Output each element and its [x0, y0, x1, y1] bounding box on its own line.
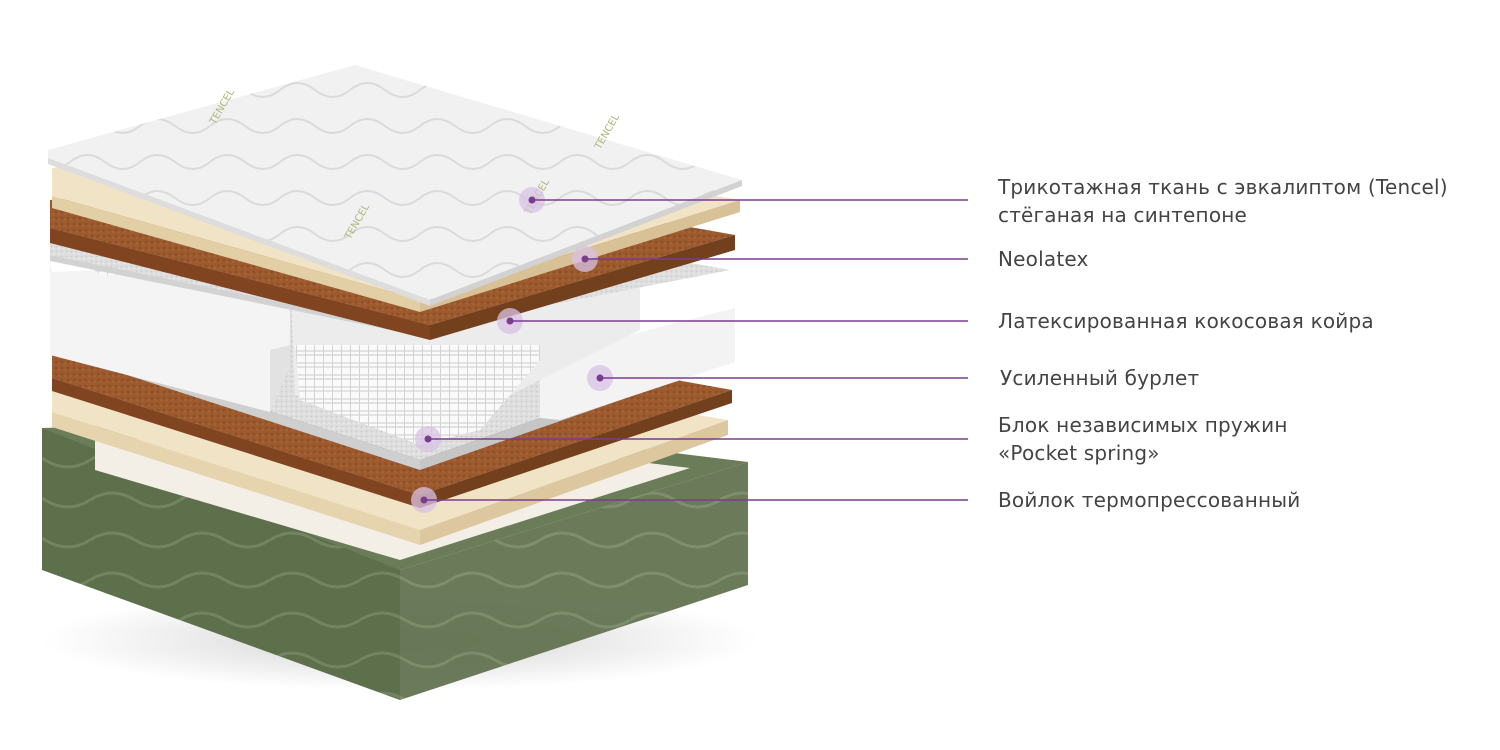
callout-line: Латексированная кокосовая койра — [998, 309, 1374, 333]
callout-line: Neolatex — [998, 247, 1089, 271]
callout-line: Трикотажная ткань с эвкалиптом (Tencel) — [998, 175, 1448, 199]
callout-line: «Pocket spring» — [998, 441, 1160, 465]
callout-label-felt: Войлок термопрессованный — [998, 486, 1300, 514]
layer-tencel-cover: TENCEL TENCEL TENCEL TENCEL — [48, 65, 742, 306]
callout-line: стёганая на синтепоне — [998, 203, 1248, 227]
callout-label-border: Усиленный бурлет — [1000, 364, 1199, 392]
callout-line: Блок независимых пружин — [998, 413, 1288, 437]
callout-label-neolatex: Neolatex — [998, 245, 1089, 273]
callout-label-springs: Блок независимых пружин «Pocket spring» — [998, 411, 1288, 467]
callout-leaders — [411, 187, 968, 513]
callout-label-tencel: Трикотажная ткань с эвкалиптом (Tencel) … — [998, 173, 1448, 229]
callout-label-coir: Латексированная кокосовая койра — [998, 307, 1374, 335]
callout-line: Усиленный бурлет — [1000, 366, 1200, 390]
callout-line: Войлок термопрессованный — [998, 488, 1301, 512]
